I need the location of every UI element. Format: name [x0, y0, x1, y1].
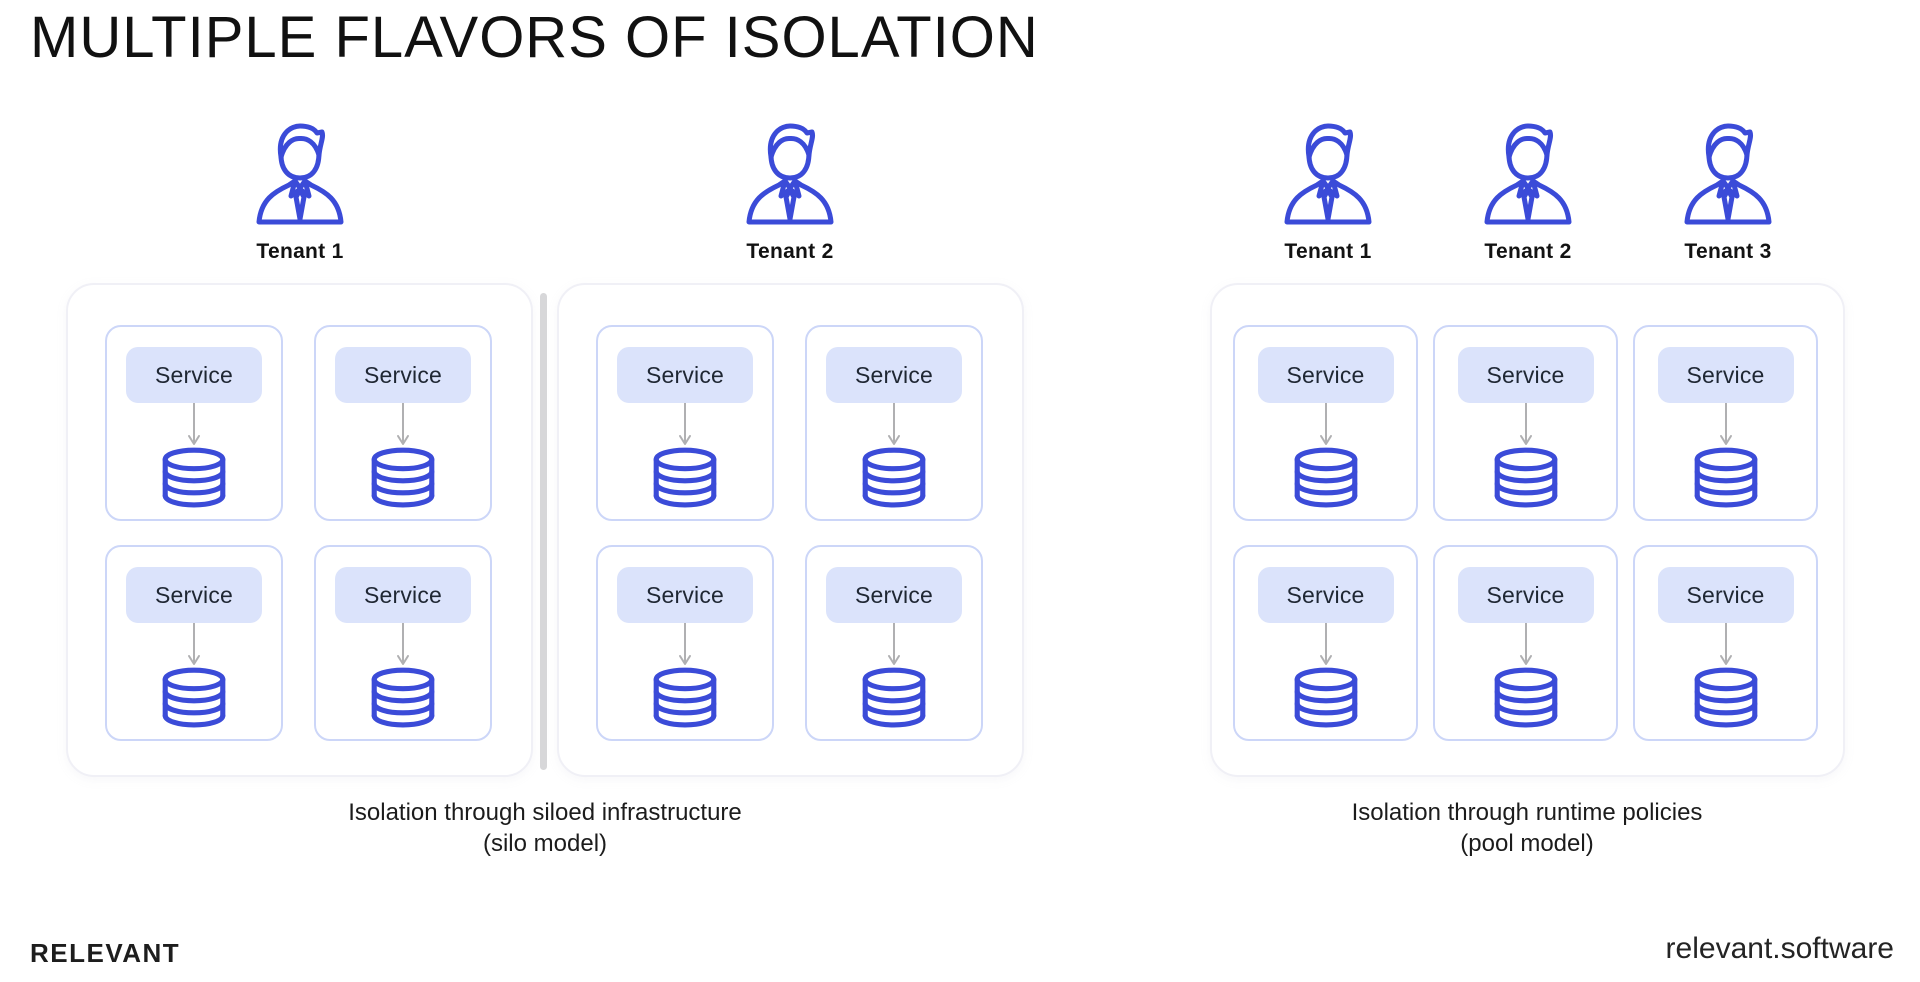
service-card: Service	[596, 545, 774, 741]
service-card: Service	[1433, 545, 1618, 741]
tenant-figure-silo-1: Tenant 1	[225, 120, 375, 264]
arrow-down-icon	[887, 623, 901, 667]
silo-caption-line2: (silo model)	[482, 830, 608, 857]
service-card: Service	[805, 545, 983, 741]
service-box: Service	[826, 567, 962, 623]
relevant-logo: RELEVANT	[30, 938, 181, 968]
tenant-label: Tenant 1	[256, 240, 344, 263]
arrow-down-icon	[187, 623, 201, 667]
arrow-down-icon	[396, 403, 410, 447]
service-box: Service	[335, 567, 471, 623]
database-icon	[364, 447, 442, 509]
service-box: Service	[617, 567, 753, 623]
arrow-down-icon	[1519, 623, 1533, 667]
service-card: Service	[1633, 545, 1818, 741]
businessman-icon	[740, 120, 840, 228]
arrow-down-icon	[1719, 403, 1733, 447]
silo-caption-line1: Isolation through siloed infrastructure	[348, 799, 742, 826]
database-icon	[1687, 447, 1765, 509]
service-box: Service	[1657, 347, 1794, 403]
silo-divider	[540, 293, 547, 770]
service-card: Service	[105, 325, 283, 521]
database-icon	[155, 447, 233, 509]
pool-caption: Isolation through runtime policies (pool…	[1177, 797, 1877, 859]
silo-container-tenant-1: Service Service Service Service	[66, 283, 533, 777]
pool-caption-line1: Isolation through runtime policies	[1351, 799, 1703, 826]
service-box: Service	[1257, 347, 1394, 403]
service-card: Service	[314, 545, 492, 741]
service-box: Service	[126, 347, 262, 403]
tenant-label: Tenant 2	[1484, 240, 1572, 263]
database-icon	[1287, 447, 1365, 509]
service-card: Service	[105, 545, 283, 741]
website-url: relevant.software	[1665, 932, 1894, 965]
arrow-down-icon	[1319, 623, 1333, 667]
tenant-label: Tenant 3	[1684, 240, 1772, 263]
service-card: Service	[1433, 325, 1618, 521]
database-icon	[855, 667, 933, 729]
tenant-figure-pool-1: Tenant 1	[1253, 120, 1403, 264]
database-icon	[1287, 667, 1365, 729]
arrow-down-icon	[1519, 403, 1533, 447]
pool-caption-line2: (pool model)	[1460, 830, 1594, 857]
arrow-down-icon	[887, 403, 901, 447]
database-icon	[646, 667, 724, 729]
service-box: Service	[1257, 567, 1394, 623]
tenant-label: Tenant 1	[1284, 240, 1372, 263]
database-icon	[646, 447, 724, 509]
arrow-down-icon	[396, 623, 410, 667]
service-box: Service	[1457, 567, 1594, 623]
service-box: Service	[335, 347, 471, 403]
silo-container-tenant-2: Service Service Service Service	[557, 283, 1024, 777]
arrow-down-icon	[1319, 403, 1333, 447]
database-icon	[364, 667, 442, 729]
page-title: MULTIPLE FLAVORS OF ISOLATION	[30, 5, 1039, 70]
service-box: Service	[126, 567, 262, 623]
tenant-figure-pool-3: Tenant 3	[1653, 120, 1803, 264]
service-card: Service	[1233, 545, 1418, 741]
service-card: Service	[1633, 325, 1818, 521]
pool-container: Service Service Service Service Service …	[1210, 283, 1845, 777]
businessman-icon	[1678, 120, 1778, 228]
database-icon	[1487, 447, 1565, 509]
service-card: Service	[596, 325, 774, 521]
database-icon	[155, 667, 233, 729]
database-icon	[855, 447, 933, 509]
database-icon	[1487, 667, 1565, 729]
businessman-icon	[250, 120, 350, 228]
database-icon	[1687, 667, 1765, 729]
service-card: Service	[805, 325, 983, 521]
tenant-figure-pool-2: Tenant 2	[1453, 120, 1603, 264]
service-card: Service	[314, 325, 492, 521]
service-box: Service	[1457, 347, 1594, 403]
tenant-label: Tenant 2	[746, 240, 834, 263]
tenant-figure-silo-2: Tenant 2	[715, 120, 865, 264]
businessman-icon	[1478, 120, 1578, 228]
service-box: Service	[826, 347, 962, 403]
arrow-down-icon	[187, 403, 201, 447]
service-box: Service	[617, 347, 753, 403]
arrow-down-icon	[678, 403, 692, 447]
silo-caption: Isolation through siloed infrastructure …	[195, 797, 895, 859]
arrow-down-icon	[678, 623, 692, 667]
businessman-icon	[1278, 120, 1378, 228]
arrow-down-icon	[1719, 623, 1733, 667]
service-card: Service	[1233, 325, 1418, 521]
service-box: Service	[1657, 567, 1794, 623]
